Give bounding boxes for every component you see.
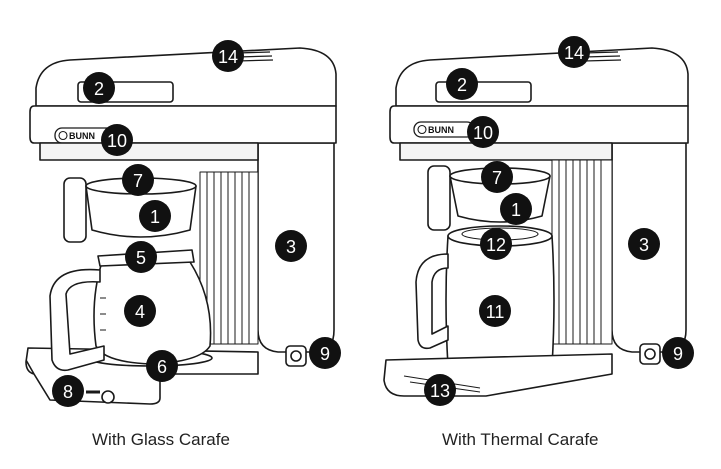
callout-1-glass: 1 [139, 200, 171, 232]
callout-badge-circle [309, 337, 341, 369]
caption-thermal-carafe: With Thermal Carafe [442, 430, 599, 449]
under-hood [399, 142, 613, 161]
callout-number: 5 [136, 248, 146, 268]
brand-logo: BUNN [54, 127, 116, 144]
callout-number: 9 [673, 344, 683, 364]
callout-number: 4 [135, 302, 145, 322]
callout-10-thermal: 10 [467, 116, 499, 148]
callout-number: 7 [133, 171, 143, 191]
callout-badge-circle [139, 200, 171, 232]
callout-2-glass: 2 [83, 72, 115, 104]
callout-1-thermal: 1 [500, 193, 532, 225]
coffee-maker-thermal-carafe: BUNN [383, 47, 689, 397]
caption-glass-carafe: With Glass Carafe [92, 430, 230, 449]
callout-number: 10 [473, 123, 493, 143]
callout-badge-circle [101, 124, 133, 156]
callout-badge-circle [467, 116, 499, 148]
callout-number: 2 [457, 75, 467, 95]
rear-wall-ribs [551, 159, 613, 345]
callout-badge-circle [125, 241, 157, 273]
callout-9-glass: 9 [309, 337, 341, 369]
callout-number: 7 [492, 168, 502, 188]
under-hood [39, 142, 259, 161]
brand-logo-text: BUNN [428, 125, 454, 135]
callout-number: 10 [107, 131, 127, 151]
callout-7-glass: 7 [122, 164, 154, 196]
callout-number: 2 [94, 79, 104, 99]
callout-badge-circle [122, 164, 154, 196]
callout-number: 14 [564, 43, 584, 63]
callout-badge-circle [83, 72, 115, 104]
callout-14-thermal: 14 [558, 36, 590, 68]
callout-badge-circle [628, 228, 660, 260]
callout-10-glass: 10 [101, 124, 133, 156]
callout-badge-circle [52, 375, 84, 407]
callout-4-glass: 4 [124, 295, 156, 327]
callout-badge-circle [424, 374, 456, 406]
funnel-handle[interactable] [427, 165, 451, 231]
callout-number: 11 [486, 302, 505, 322]
callout-8-glass: 8 [52, 375, 84, 407]
callout-badge-circle [662, 337, 694, 369]
brand-logo: BUNN [413, 121, 475, 138]
coffee-maker-glass-carafe: BUNN [25, 47, 337, 405]
callout-13-thermal: 13 [424, 374, 456, 406]
callout-11-thermal: 11 [479, 295, 511, 327]
callout-3-glass: 3 [275, 230, 307, 262]
callout-number: 6 [157, 357, 167, 377]
callout-badge-circle [212, 40, 244, 72]
carafe-handle[interactable] [49, 268, 105, 372]
drip-tray[interactable] [383, 353, 613, 397]
callout-badge-circle [558, 36, 590, 68]
callout-5-glass: 5 [125, 241, 157, 273]
callout-badge-circle [275, 230, 307, 262]
callout-badge-circle [480, 228, 512, 260]
callout-7-thermal: 7 [481, 161, 513, 193]
thermal-handle[interactable] [415, 253, 449, 350]
funnel-handle[interactable] [63, 177, 87, 243]
power-button[interactable] [101, 390, 115, 404]
callout-badge-circle [479, 295, 511, 327]
callout-badge-circle [446, 68, 478, 100]
callout-badge-circle [146, 350, 178, 382]
callout-number: 3 [286, 237, 296, 257]
callout-number: 3 [639, 235, 649, 255]
callout-6-glass: 6 [146, 350, 178, 382]
callout-number: 8 [63, 382, 73, 402]
callout-2-thermal: 2 [446, 68, 478, 100]
callout-number: 1 [150, 207, 160, 227]
brand-logo-text: BUNN [69, 131, 95, 141]
callout-badge-circle [124, 295, 156, 327]
callout-number: 13 [430, 381, 450, 401]
carafe-level-marks [100, 297, 106, 331]
callout-3-thermal: 3 [628, 228, 660, 260]
callout-badge-circle [500, 193, 532, 225]
callout-number: 14 [218, 47, 238, 67]
callout-14-glass: 14 [212, 40, 244, 72]
callout-number: 9 [320, 344, 330, 364]
callout-12-thermal: 12 [480, 228, 512, 260]
callout-number: 12 [486, 235, 506, 255]
callout-badge-circle [481, 161, 513, 193]
callout-9-thermal: 9 [662, 337, 694, 369]
callout-number: 1 [511, 200, 521, 220]
